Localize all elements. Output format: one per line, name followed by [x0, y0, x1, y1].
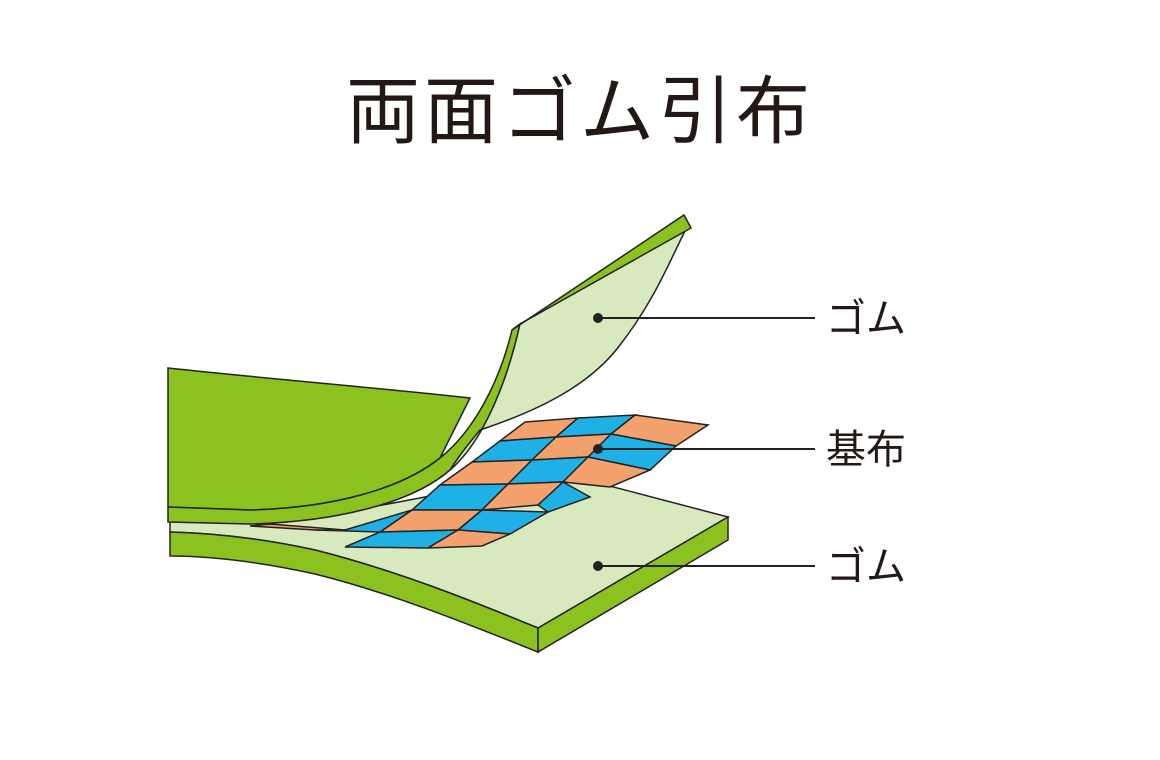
top-rubber-layer	[167, 213, 693, 525]
fabric-cell	[249, 523, 346, 531]
fabric-cell	[561, 456, 653, 488]
callout-base-fabric: 基布	[593, 427, 906, 473]
base-fabric-layer	[249, 414, 711, 549]
label-bottom-rubber: ゴム	[826, 544, 906, 590]
page-title: 両面ゴム引布	[346, 69, 814, 155]
bottom-rubber-layer	[169, 472, 730, 654]
top-rubber-flap-edge	[511, 213, 693, 331]
label-top-rubber: ゴム	[826, 296, 906, 342]
callout-bottom-rubber: ゴム	[593, 544, 906, 590]
callout-top-rubber: ゴム	[593, 296, 906, 342]
bottom-rubber-side-edge	[537, 515, 729, 654]
label-base-fabric: 基布	[826, 427, 906, 473]
fabric-cell	[427, 529, 511, 549]
top-rubber-underside-face	[449, 223, 690, 471]
